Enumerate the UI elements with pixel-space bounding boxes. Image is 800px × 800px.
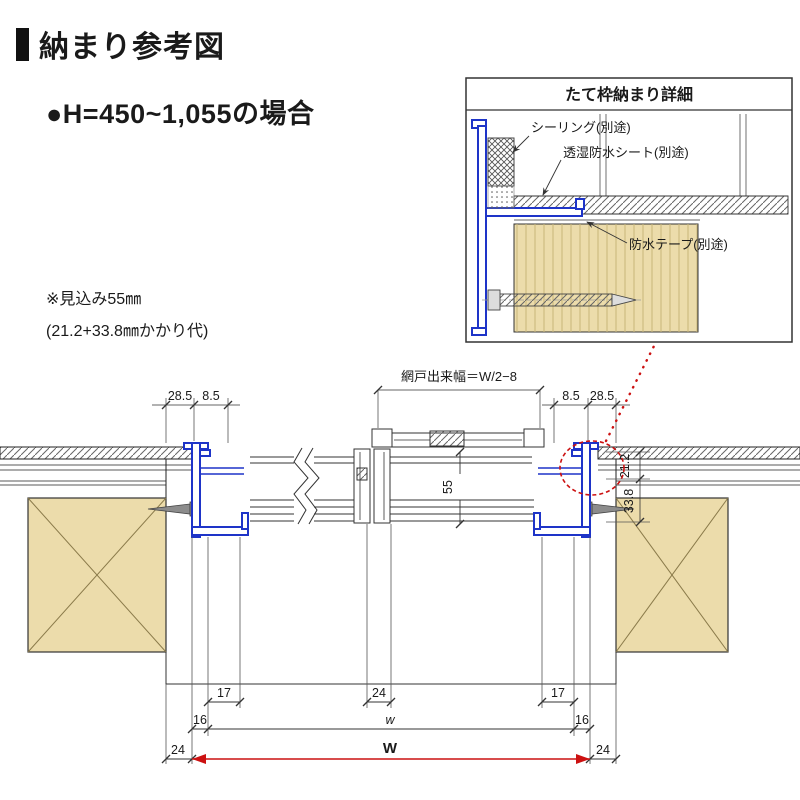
dim-screen-width xyxy=(377,389,541,428)
spec-note-line1: ※見込み55㎜ xyxy=(46,291,142,308)
dim-screen-width-label: 網戸出来幅＝W/2−8 xyxy=(401,369,517,384)
detail-leader-lines xyxy=(512,135,628,244)
wall-section-right xyxy=(597,446,800,498)
wall-section-left xyxy=(0,446,193,498)
dim-bot2-left: 16 xyxy=(193,713,207,727)
dim-bottom-lines xyxy=(166,701,616,760)
dim-top-right-outer: 28.5 xyxy=(590,389,614,403)
dim-bot3-right: 24 xyxy=(596,743,610,757)
dim-bottom-extensions xyxy=(165,524,617,764)
dim-bot1-center: 24 xyxy=(372,686,386,700)
detail-callout xyxy=(559,344,656,496)
dim-right-upper: 21.2 xyxy=(618,454,632,478)
wood-stud-left xyxy=(27,497,167,653)
detail-screw-icon xyxy=(482,289,644,311)
spec-note: ※見込み55㎜ (21.2+33.8㎜かかり代) xyxy=(46,284,208,348)
detail-box-title: たて枠納まり詳細 xyxy=(565,85,693,104)
dim-bot2-center: w xyxy=(385,713,395,727)
detail-frame-profile xyxy=(471,119,585,336)
detail-box: たて枠納まり詳細 xyxy=(465,77,793,343)
frame-profile-right xyxy=(533,442,599,538)
detail-wood-stud xyxy=(513,223,699,333)
sash-panels xyxy=(250,447,534,525)
dim-bot1-right: 17 xyxy=(551,686,565,700)
dim-right-vertical xyxy=(606,451,650,523)
dim-bot3-left: 24 xyxy=(171,743,185,757)
dim-top-right-inner: 8.5 xyxy=(562,389,579,403)
case-label: ●H=450~1,055の場合 xyxy=(46,99,315,129)
title-bar-mark xyxy=(16,27,29,61)
dim-overall-width-label: W xyxy=(383,740,398,757)
detail-label-sheet: 透湿防水シート(別途) xyxy=(563,145,689,160)
dim-top-left-inner: 8.5 xyxy=(202,389,219,403)
spec-note-line2: (21.2+33.8㎜かかり代) xyxy=(46,323,209,340)
detail-label-sealing: シーリング(別途) xyxy=(531,120,631,135)
dim-depth-label: 55 xyxy=(441,480,455,494)
dim-top-left-outer: 28.5 xyxy=(168,389,192,403)
detail-backer-dots xyxy=(487,185,515,209)
detail-label-tape: 防水テープ(別途) xyxy=(629,237,728,252)
page-header: 納まり参考図 xyxy=(16,22,225,66)
dim-bot2-right: 16 xyxy=(575,713,589,727)
screen-door-strip xyxy=(371,428,545,448)
frame-profile-left xyxy=(183,442,249,538)
page-title: 納まり参考図 xyxy=(39,31,225,64)
wood-stud-right xyxy=(615,497,729,653)
detail-sealing-hatch xyxy=(487,137,515,187)
dim-overall-width: W xyxy=(192,740,590,764)
dim-right-lower: 33.8 xyxy=(622,489,636,513)
dim-bot1-left: 17 xyxy=(217,686,231,700)
